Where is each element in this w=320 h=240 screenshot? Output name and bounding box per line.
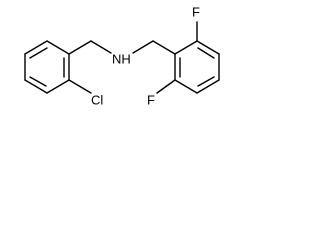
bond-ring-right-1 [174,40,198,55]
structure-canvas: NH Cl F F [24,4,220,108]
bond-ring-left-double-1 [29,47,48,59]
bond-benzyl-left-ch2 [68,40,92,55]
bond-ring-right-2 [196,40,220,55]
bond-ring-right-double-3 [197,76,215,87]
bond-to-chlorine [68,79,92,94]
bond-nitrogen-to-ch2-right [132,40,154,54]
chlorine-label: Cl [91,92,103,107]
bond-ring-left-double-3 [29,76,47,87]
fluorine-top-label: F [192,4,200,19]
bond-ring-left-1 [24,40,48,55]
bond-ring-left-4 [46,79,70,94]
amine-label: NH [112,51,131,66]
bond-ch2-to-nitrogen-left [90,40,112,54]
fluorine-bottom-label: F [147,92,155,107]
chemical-structure-drawing: NH Cl F F [24,4,220,107]
bond-ring-right-double-2 [197,47,215,59]
difluorophenyl-ring [174,40,220,94]
bond-ring-right-5 [174,79,198,94]
bond-to-fluorine-bottom [156,79,176,94]
chlorophenyl-ring [24,40,70,94]
bond-ring-right-4 [196,79,220,94]
bond-benzyl-right-ch2 [152,40,176,55]
bond-ring-left-2 [46,40,70,55]
bond-ring-left-5 [24,79,48,94]
